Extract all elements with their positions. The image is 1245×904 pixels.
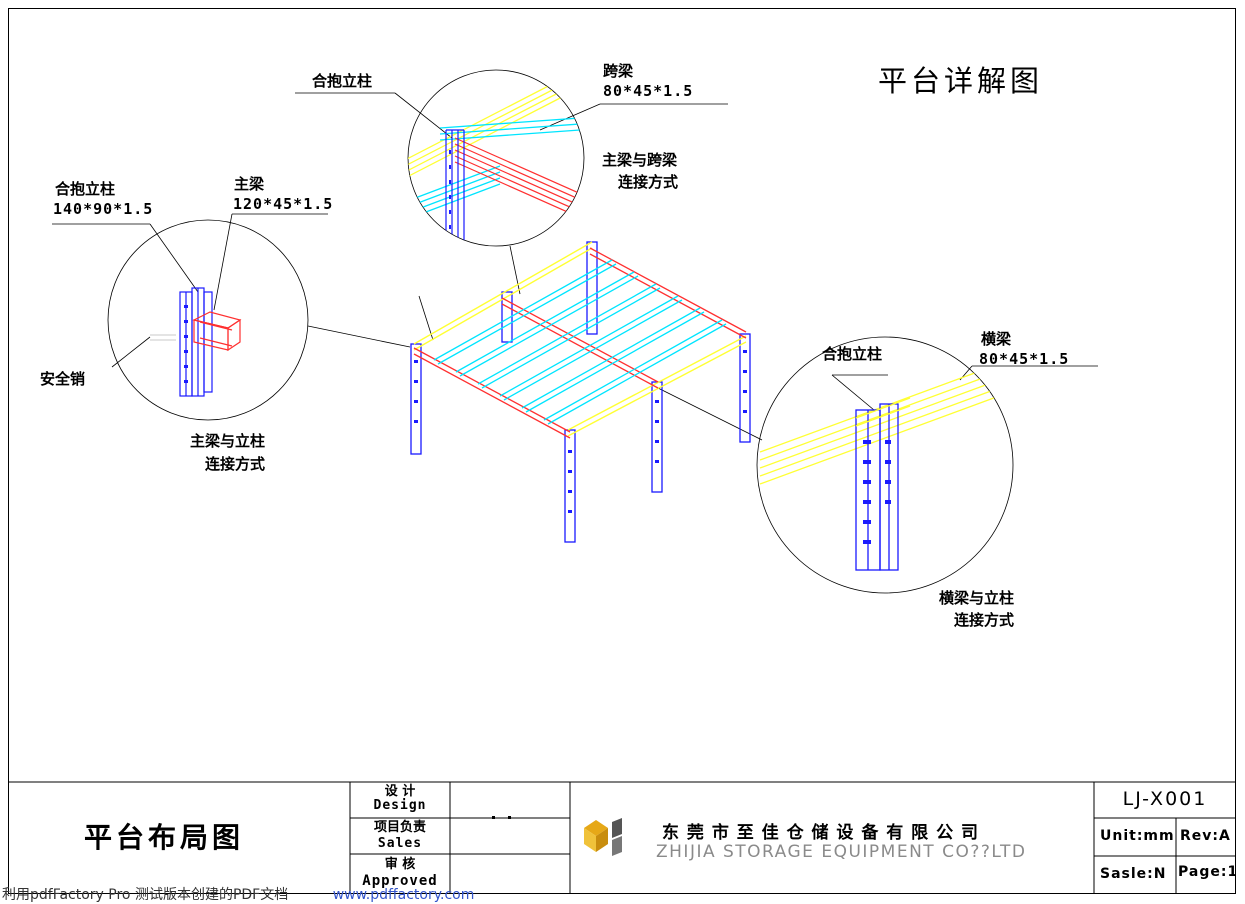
platform-span-beams (433, 259, 727, 425)
design-en: Design (373, 798, 427, 813)
pdf-footer-note: 利用pdfFactory Pro 测试版本创建的PDF文档 www.pdffac… (2, 884, 474, 904)
detail-left-graphic (150, 287, 242, 397)
company-logo (584, 818, 622, 856)
manager-en: Sales (377, 836, 423, 851)
right-caption-line2: 连接方式 (954, 611, 1015, 629)
unit-field: Unit:mm (1100, 828, 1175, 844)
pdf-footer-text: 利用pdfFactory Pro 测试版本创建的PDF文档 (2, 887, 289, 903)
left-beam-name: 主梁 (234, 175, 265, 193)
drawing-number: LJ-X001 (1122, 788, 1208, 810)
manager-cn: 项目负责 (373, 820, 426, 835)
company-name-cn: 东 莞 市 至 佳 仓 储 设 备 有 限 公 司 (662, 823, 980, 843)
platform-structure (410, 241, 751, 543)
top-caption-line1: 主梁与跨梁 (602, 151, 678, 169)
revision-field: Rev:A (1180, 828, 1231, 844)
detail-top-graphic (408, 79, 584, 246)
left-caption-line1: 主梁与立柱 (190, 432, 266, 450)
top-beam-name: 跨梁 (603, 62, 634, 80)
left-caption-line2: 连接方式 (205, 455, 266, 473)
approve-cn: 审 核 (384, 857, 416, 872)
left-pin-label: 安全销 (40, 370, 86, 388)
approve-label: 审 核 Approved (350, 857, 450, 889)
right-beam-name: 横梁 (981, 330, 1012, 348)
page-field: Page:1 (1178, 864, 1236, 880)
top-column-label: 合抱立柱 (312, 72, 373, 90)
left-beam-spec: 120*45*1.5 (233, 195, 334, 213)
top-beam-spec: 80*45*1.5 (603, 82, 694, 100)
left-column-spec: 140*90*1.5 (53, 200, 154, 218)
manager-label: 项目负责 Sales (350, 820, 450, 852)
pdf-footer-link[interactable]: www.pdffactory.com (332, 887, 475, 903)
top-caption-line2: 连接方式 (618, 173, 679, 191)
right-caption-line1: 横梁与立柱 (939, 589, 1015, 607)
drawing-title: 平台详解图 (878, 64, 1044, 98)
platform-columns (410, 241, 751, 543)
approve-en: Approved (362, 873, 438, 889)
right-column-label: 合抱立柱 (822, 345, 883, 363)
platform-main-beams (413, 247, 747, 439)
title-block-grid (8, 781, 1236, 894)
leader-lines (52, 92, 1098, 441)
scale-field: Sasle:N (1100, 866, 1167, 882)
drawing-frame (8, 8, 1236, 894)
platform-cross-beams (413, 241, 747, 437)
detail-circles (107, 69, 1014, 594)
design-cn: 设 计 (384, 784, 416, 799)
right-beam-spec: 80*45*1.5 (979, 350, 1070, 368)
detail-right-graphic (759, 359, 1011, 571)
left-column-label: 合抱立柱 (55, 180, 116, 198)
design-label: 设 计 Design (350, 785, 450, 813)
company-name-en: ZHIJIA STORAGE EQUIPMENT CO??LTD (656, 842, 1027, 862)
drawing-name: 平台布局图 (84, 821, 245, 854)
